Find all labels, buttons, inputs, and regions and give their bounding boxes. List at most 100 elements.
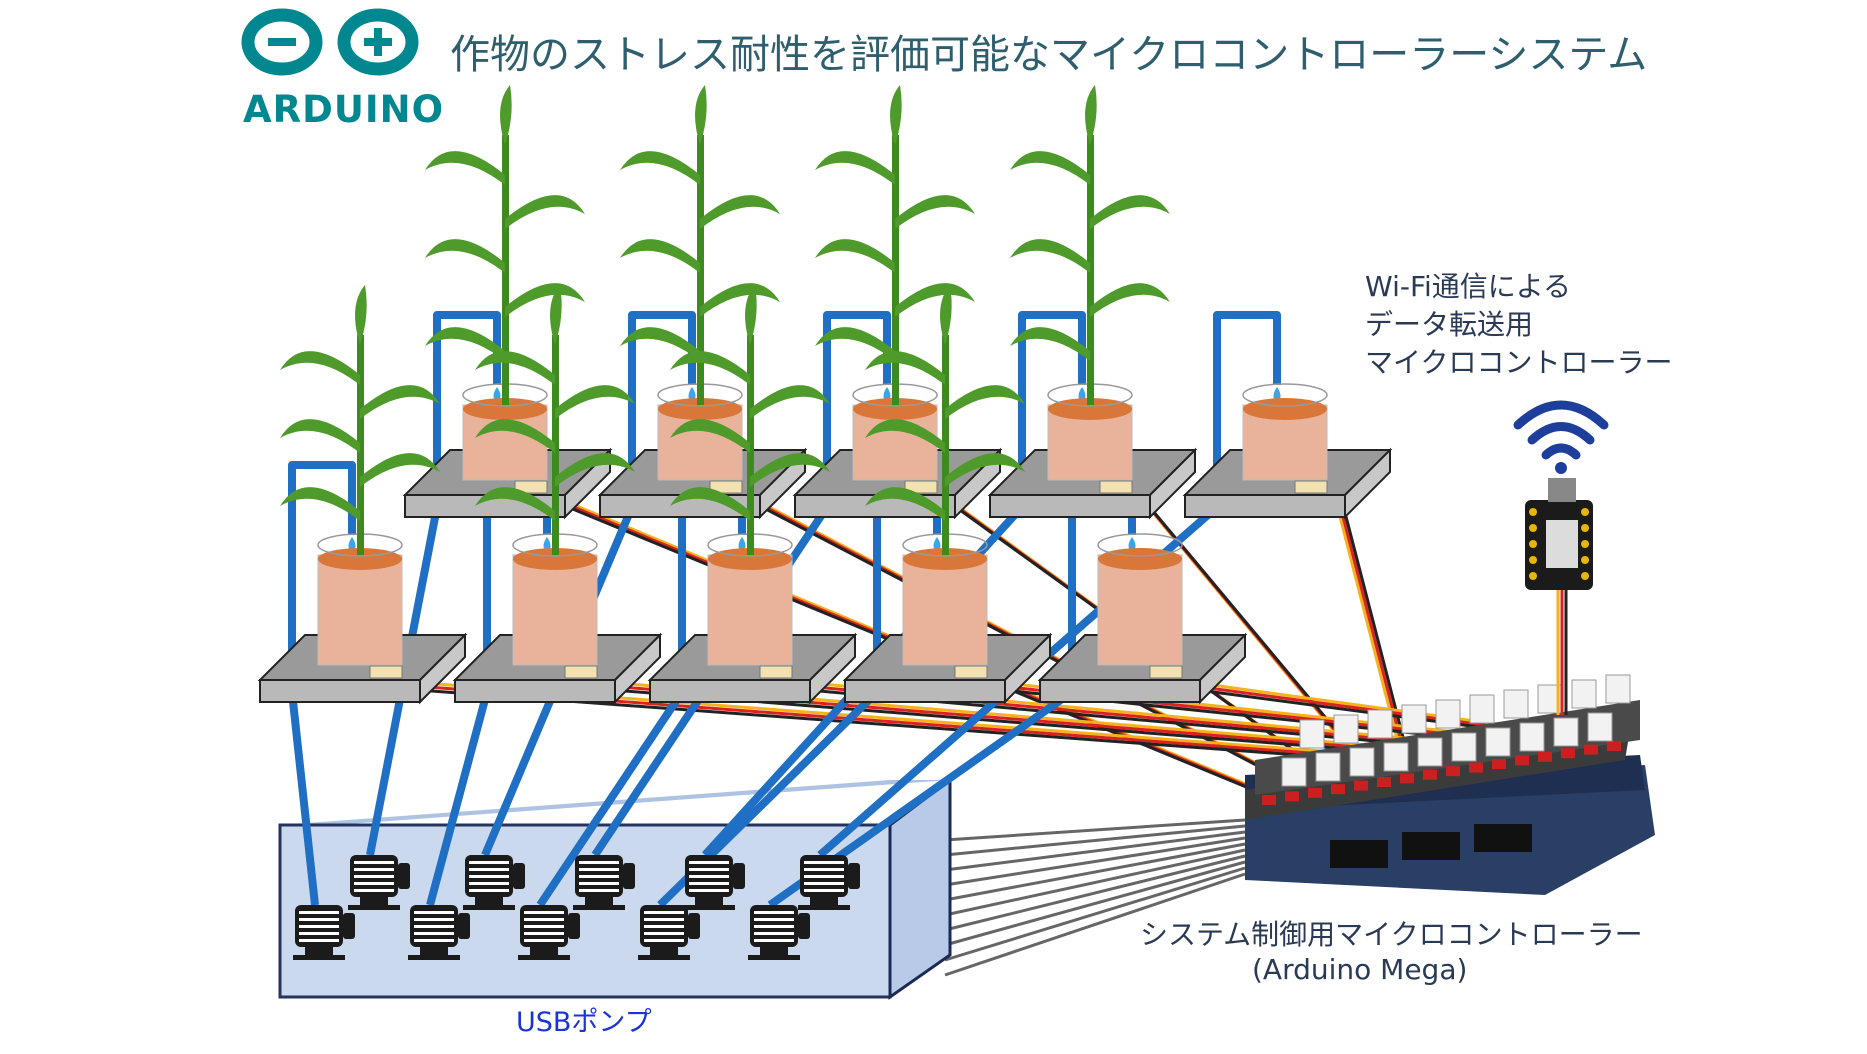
pump-cap — [848, 863, 860, 889]
plant-leaf — [670, 351, 750, 385]
relay-module — [1571, 679, 1597, 709]
load-cell-sensor — [1149, 665, 1183, 679]
platform-front — [259, 679, 421, 703]
pump-fin — [689, 868, 729, 871]
pump-fin — [754, 925, 794, 928]
plant-station — [1037, 533, 1248, 705]
plant-stem — [502, 135, 509, 405]
plant-leaf — [620, 239, 700, 273]
plant-leaf — [815, 151, 895, 185]
relay-module — [1383, 742, 1409, 772]
pump-fin — [299, 918, 339, 921]
pump-fin — [524, 918, 564, 921]
soil-surface — [318, 548, 402, 570]
wifi-pin — [1581, 556, 1589, 564]
relay-terminal — [1262, 795, 1276, 805]
pump-fin — [644, 918, 684, 921]
pump-wire — [944, 848, 1246, 917]
relay-terminal — [1400, 773, 1414, 784]
platform-front — [989, 494, 1151, 518]
relay-terminal — [1446, 766, 1460, 777]
pump-wire — [944, 860, 1246, 947]
pump-stand — [360, 897, 388, 905]
plant-tip — [940, 285, 952, 345]
soil-surface — [1243, 398, 1327, 420]
relay-module — [1451, 732, 1477, 762]
plant-leaf — [555, 385, 635, 419]
plant-tip — [695, 85, 707, 145]
pump-wire — [944, 872, 1246, 977]
plant-station — [987, 85, 1198, 520]
pump-fin — [469, 861, 509, 864]
pump-motor-icon — [748, 905, 810, 960]
relay-terminal — [1331, 784, 1345, 795]
soil-surface — [513, 548, 597, 570]
platform-side — [1344, 447, 1391, 520]
relay-module — [1417, 737, 1443, 767]
plant-stem — [892, 135, 899, 405]
pump-motor-icon — [408, 905, 470, 960]
pump-cap — [568, 913, 580, 939]
usb-connector — [1548, 478, 1576, 502]
wifi-dot — [1555, 462, 1567, 474]
plant-leaf — [475, 351, 555, 385]
pump-wire — [944, 824, 1246, 857]
wifi-pin — [1581, 524, 1589, 532]
pump-fin — [414, 939, 454, 942]
relay-module — [1333, 714, 1359, 744]
plant-leaf — [700, 283, 780, 317]
pump-stand — [810, 897, 838, 905]
pump-motor-icon — [683, 855, 745, 910]
pump-fin — [644, 925, 684, 928]
pump-stand — [585, 897, 613, 905]
logo-minus — [268, 38, 296, 46]
plant-leaf — [620, 151, 700, 185]
plant-leaf — [425, 239, 505, 273]
pot-body — [902, 554, 988, 666]
pump-foot — [518, 955, 570, 960]
soil-surface — [463, 398, 547, 420]
water-pipe — [817, 311, 1281, 859]
plant-leaf — [1010, 327, 1090, 361]
logo-left-loop — [241, 8, 323, 76]
plant-leaf — [750, 385, 830, 419]
relay-module — [1519, 722, 1545, 752]
wifi-pin — [1581, 508, 1589, 516]
pump-fin — [644, 911, 684, 914]
pump-wire — [944, 854, 1246, 932]
mega-chip — [1330, 840, 1388, 868]
pump-stand — [650, 947, 678, 955]
wifi-pin — [1581, 572, 1589, 580]
plant-tip — [1085, 85, 1097, 145]
pump-foot — [748, 955, 800, 960]
plant-leaf — [815, 239, 895, 273]
arduino-mega-board — [1245, 674, 1655, 895]
pump-fin — [804, 889, 844, 892]
relay-terminal — [1561, 748, 1575, 759]
pump-foot — [293, 955, 345, 960]
pump-stand — [695, 897, 723, 905]
pot-body — [512, 554, 598, 666]
wifi-caption-line: マイクロコントローラー — [1365, 346, 1673, 379]
wifi-arc-middle — [1527, 422, 1595, 445]
soil-surface — [658, 398, 742, 420]
pump-fin — [689, 861, 729, 864]
soil-surface — [853, 398, 937, 420]
pump-fin — [754, 932, 794, 935]
load-cell-sensor — [564, 665, 598, 679]
relay-module — [1587, 712, 1613, 742]
plant-tip — [890, 85, 902, 145]
relay-module — [1503, 689, 1529, 719]
plant-leaf — [1010, 151, 1090, 185]
plant-tip — [745, 285, 757, 345]
load-cell-sensor — [369, 665, 403, 679]
plant-leaf — [620, 327, 700, 361]
pump-cap — [458, 913, 470, 939]
pump-cap — [398, 863, 410, 889]
pump-wire — [944, 818, 1246, 842]
pump-fin — [354, 889, 394, 892]
controller-model: (Arduino Mega) — [1252, 953, 1468, 986]
pump-wire — [944, 842, 1246, 902]
wifi-chip — [1546, 520, 1578, 568]
